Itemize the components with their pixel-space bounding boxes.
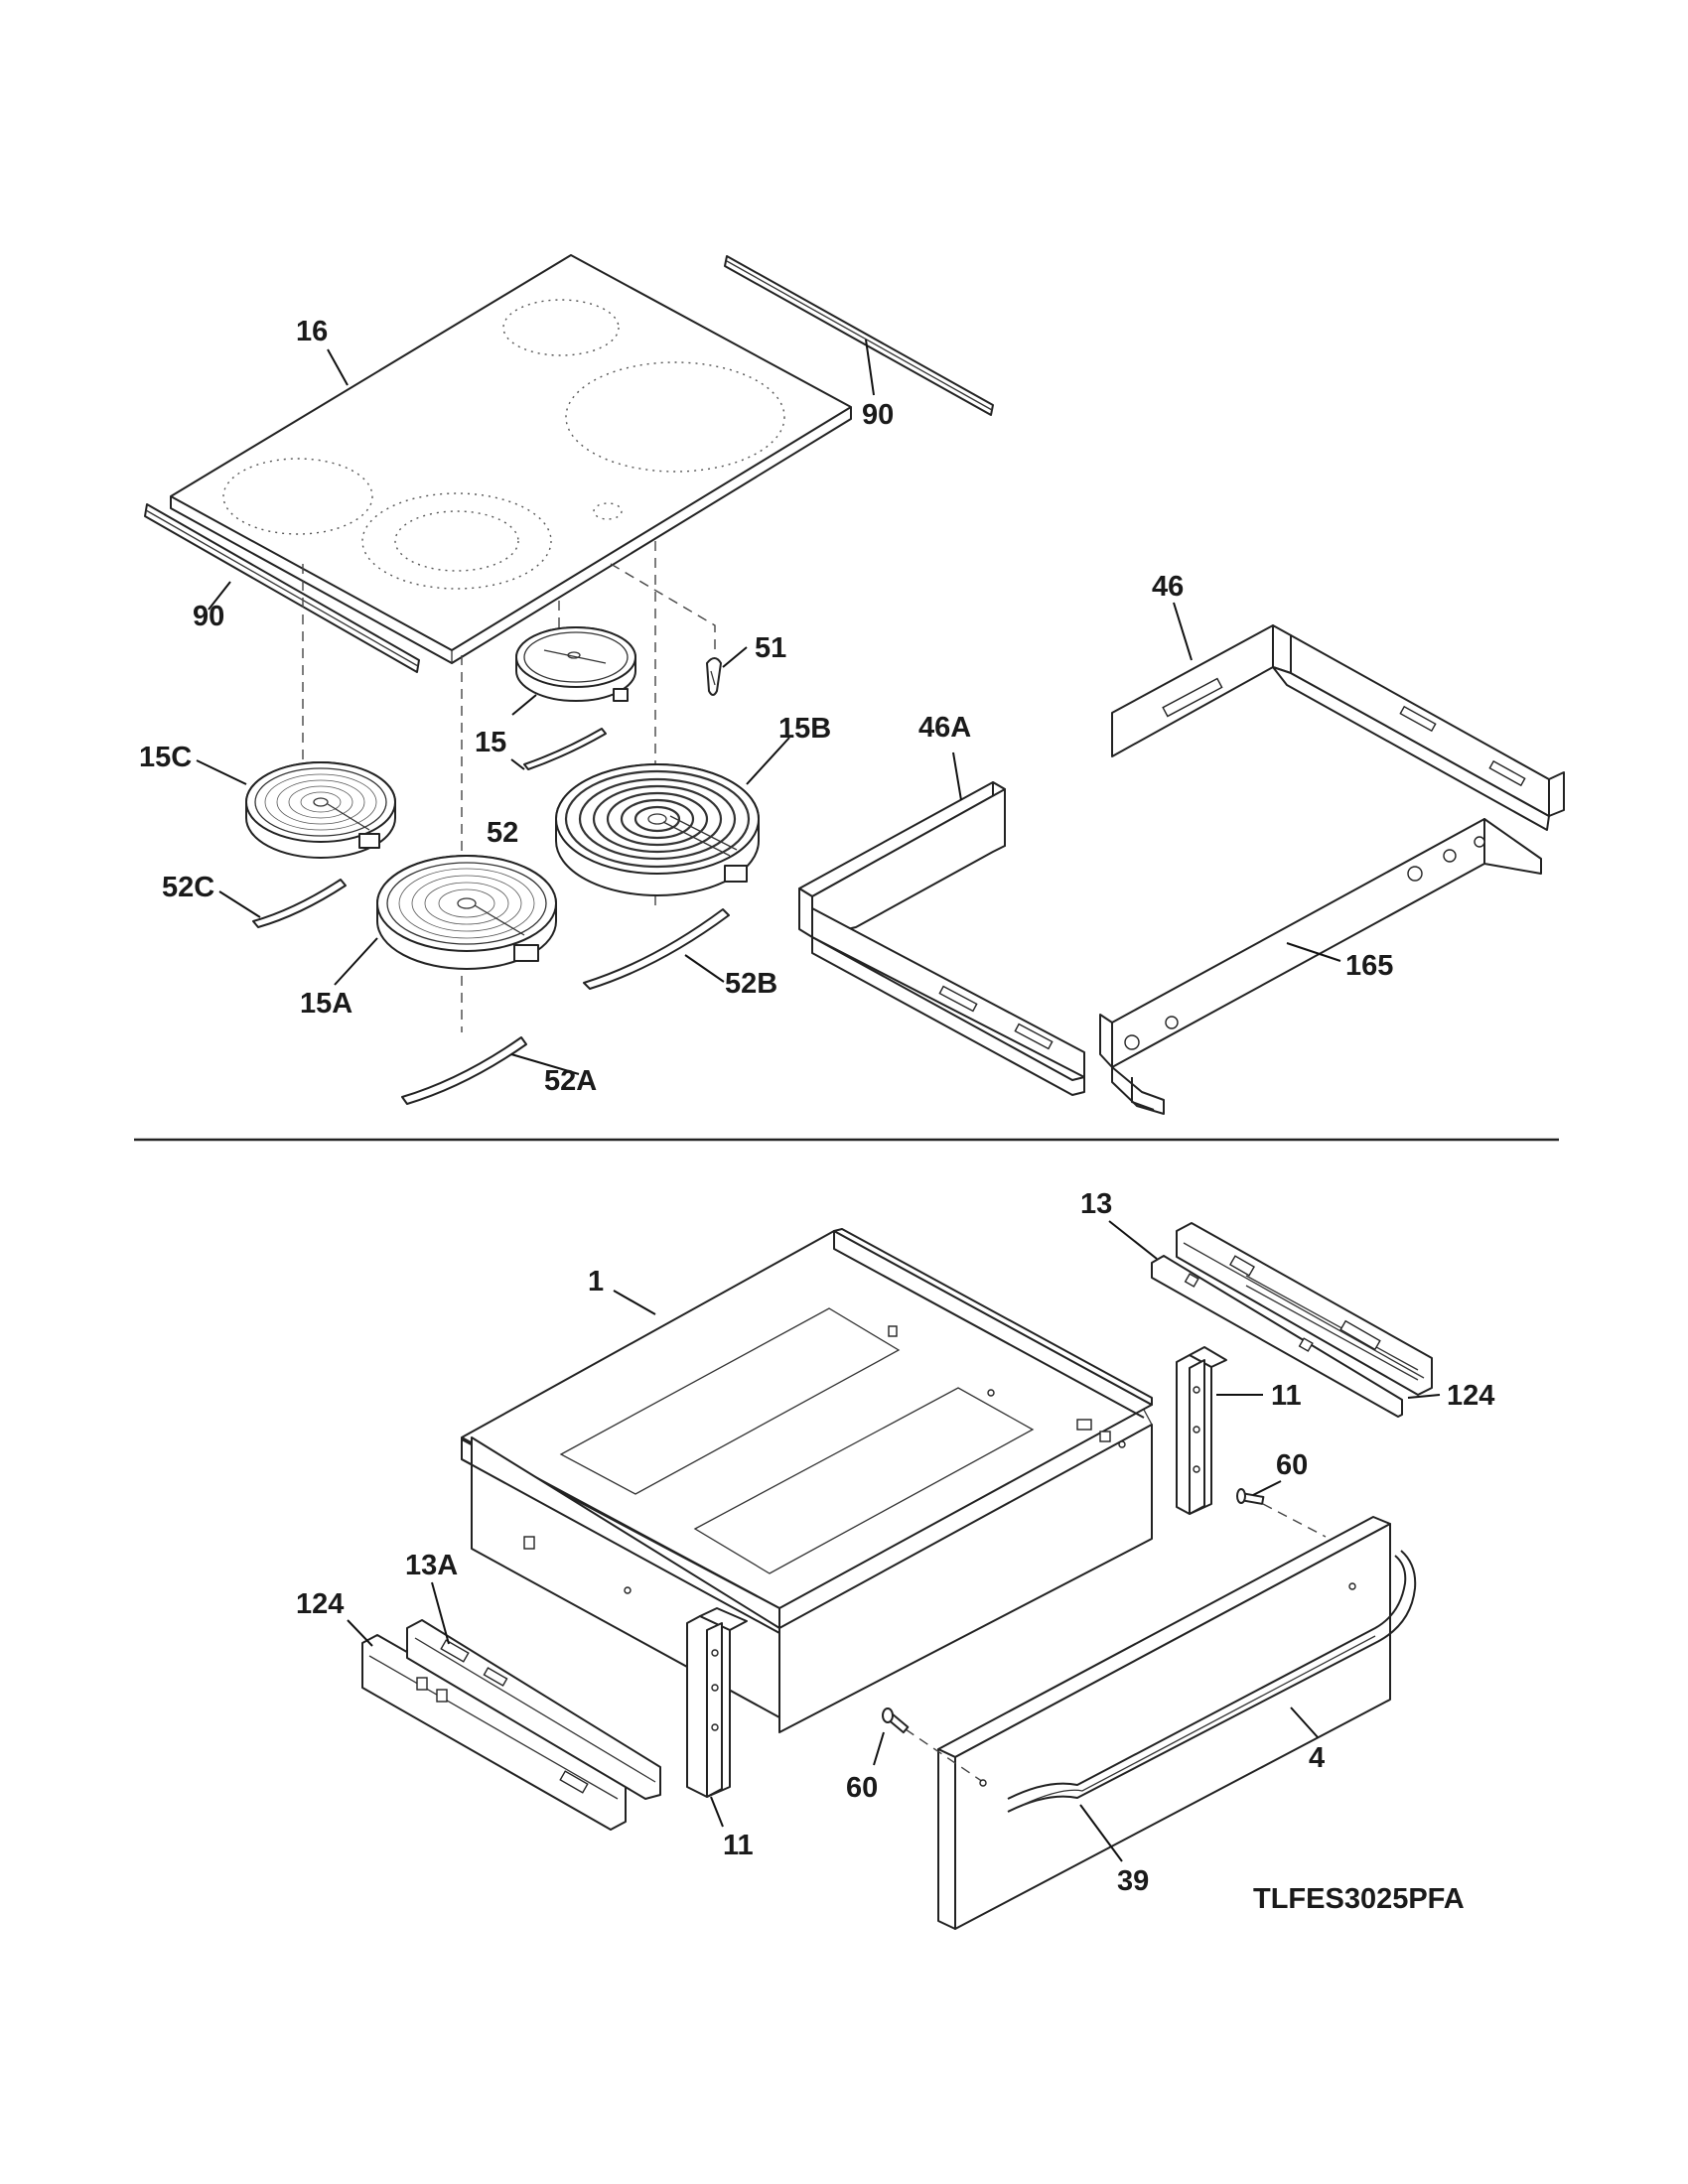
drawer-body bbox=[461, 1228, 1153, 1733]
callout-bracket-right: 11 bbox=[1271, 1380, 1302, 1412]
callout-strap-right: 52B bbox=[725, 968, 777, 1000]
callout-element-left-small: 15C bbox=[139, 742, 192, 773]
right-slide bbox=[1151, 1255, 1403, 1418]
drawer-handle bbox=[1007, 1550, 1417, 1813]
callout-sensor-clip: 51 bbox=[755, 632, 786, 664]
callout-drawer-body: 1 bbox=[588, 1266, 604, 1297]
callout-bracket-front: 165 bbox=[1345, 950, 1393, 982]
right-rail bbox=[1176, 1222, 1433, 1396]
callout-leaders-lower bbox=[347, 1220, 1441, 1862]
left-bracket bbox=[686, 1607, 748, 1798]
side-bracket bbox=[798, 781, 1085, 1096]
left-screw bbox=[882, 1707, 910, 1734]
callout-trim-front: 90 bbox=[193, 601, 224, 632]
callout-trim-back: 90 bbox=[862, 399, 894, 431]
callout-element-rear-left: 15 bbox=[475, 727, 506, 758]
callout-element-front-left: 15A bbox=[300, 988, 352, 1020]
glass-cooktop bbox=[170, 254, 852, 664]
rear-bracket bbox=[1111, 624, 1565, 831]
element-straps bbox=[252, 728, 730, 1105]
left-rail bbox=[361, 1634, 627, 1831]
right-bracket bbox=[1176, 1346, 1227, 1515]
element-left-small bbox=[245, 761, 396, 859]
rear-trim-strip bbox=[724, 255, 994, 416]
front-trim-strip bbox=[144, 503, 420, 673]
callout-strap-left: 52C bbox=[162, 872, 214, 903]
right-screw bbox=[1236, 1488, 1265, 1505]
callout-drawer-front: 4 bbox=[1309, 1742, 1325, 1774]
element-right-large bbox=[555, 763, 760, 896]
callout-leaders-upper bbox=[196, 339, 1341, 1075]
callout-rail-right: 124 bbox=[1447, 1380, 1494, 1412]
drawer-front bbox=[905, 1503, 1391, 1930]
front-bracket bbox=[1099, 818, 1542, 1115]
callout-rail-left: 124 bbox=[296, 1588, 344, 1620]
callout-handle: 39 bbox=[1117, 1865, 1149, 1897]
callout-glass-top: 16 bbox=[296, 316, 328, 347]
callout-slide-right: 13 bbox=[1080, 1188, 1112, 1220]
model-number: TLFES3025PFA bbox=[1253, 1883, 1465, 1915]
callout-strap-front: 52A bbox=[544, 1065, 597, 1097]
callout-screw-left: 60 bbox=[846, 1772, 878, 1804]
callout-strap-rear: 52 bbox=[487, 817, 518, 849]
callout-slide-left: 13A bbox=[405, 1550, 458, 1581]
sensor-clip bbox=[706, 657, 722, 696]
callout-screw-right: 60 bbox=[1276, 1449, 1308, 1481]
callout-bracket-side: 46A bbox=[918, 712, 971, 744]
callout-bracket-rear: 46 bbox=[1152, 571, 1184, 603]
callout-bracket-left: 11 bbox=[723, 1830, 754, 1861]
element-front-left bbox=[376, 855, 557, 970]
left-slide bbox=[406, 1619, 661, 1800]
callout-element-right-large: 15B bbox=[778, 713, 831, 745]
element-rear-left bbox=[515, 626, 636, 702]
